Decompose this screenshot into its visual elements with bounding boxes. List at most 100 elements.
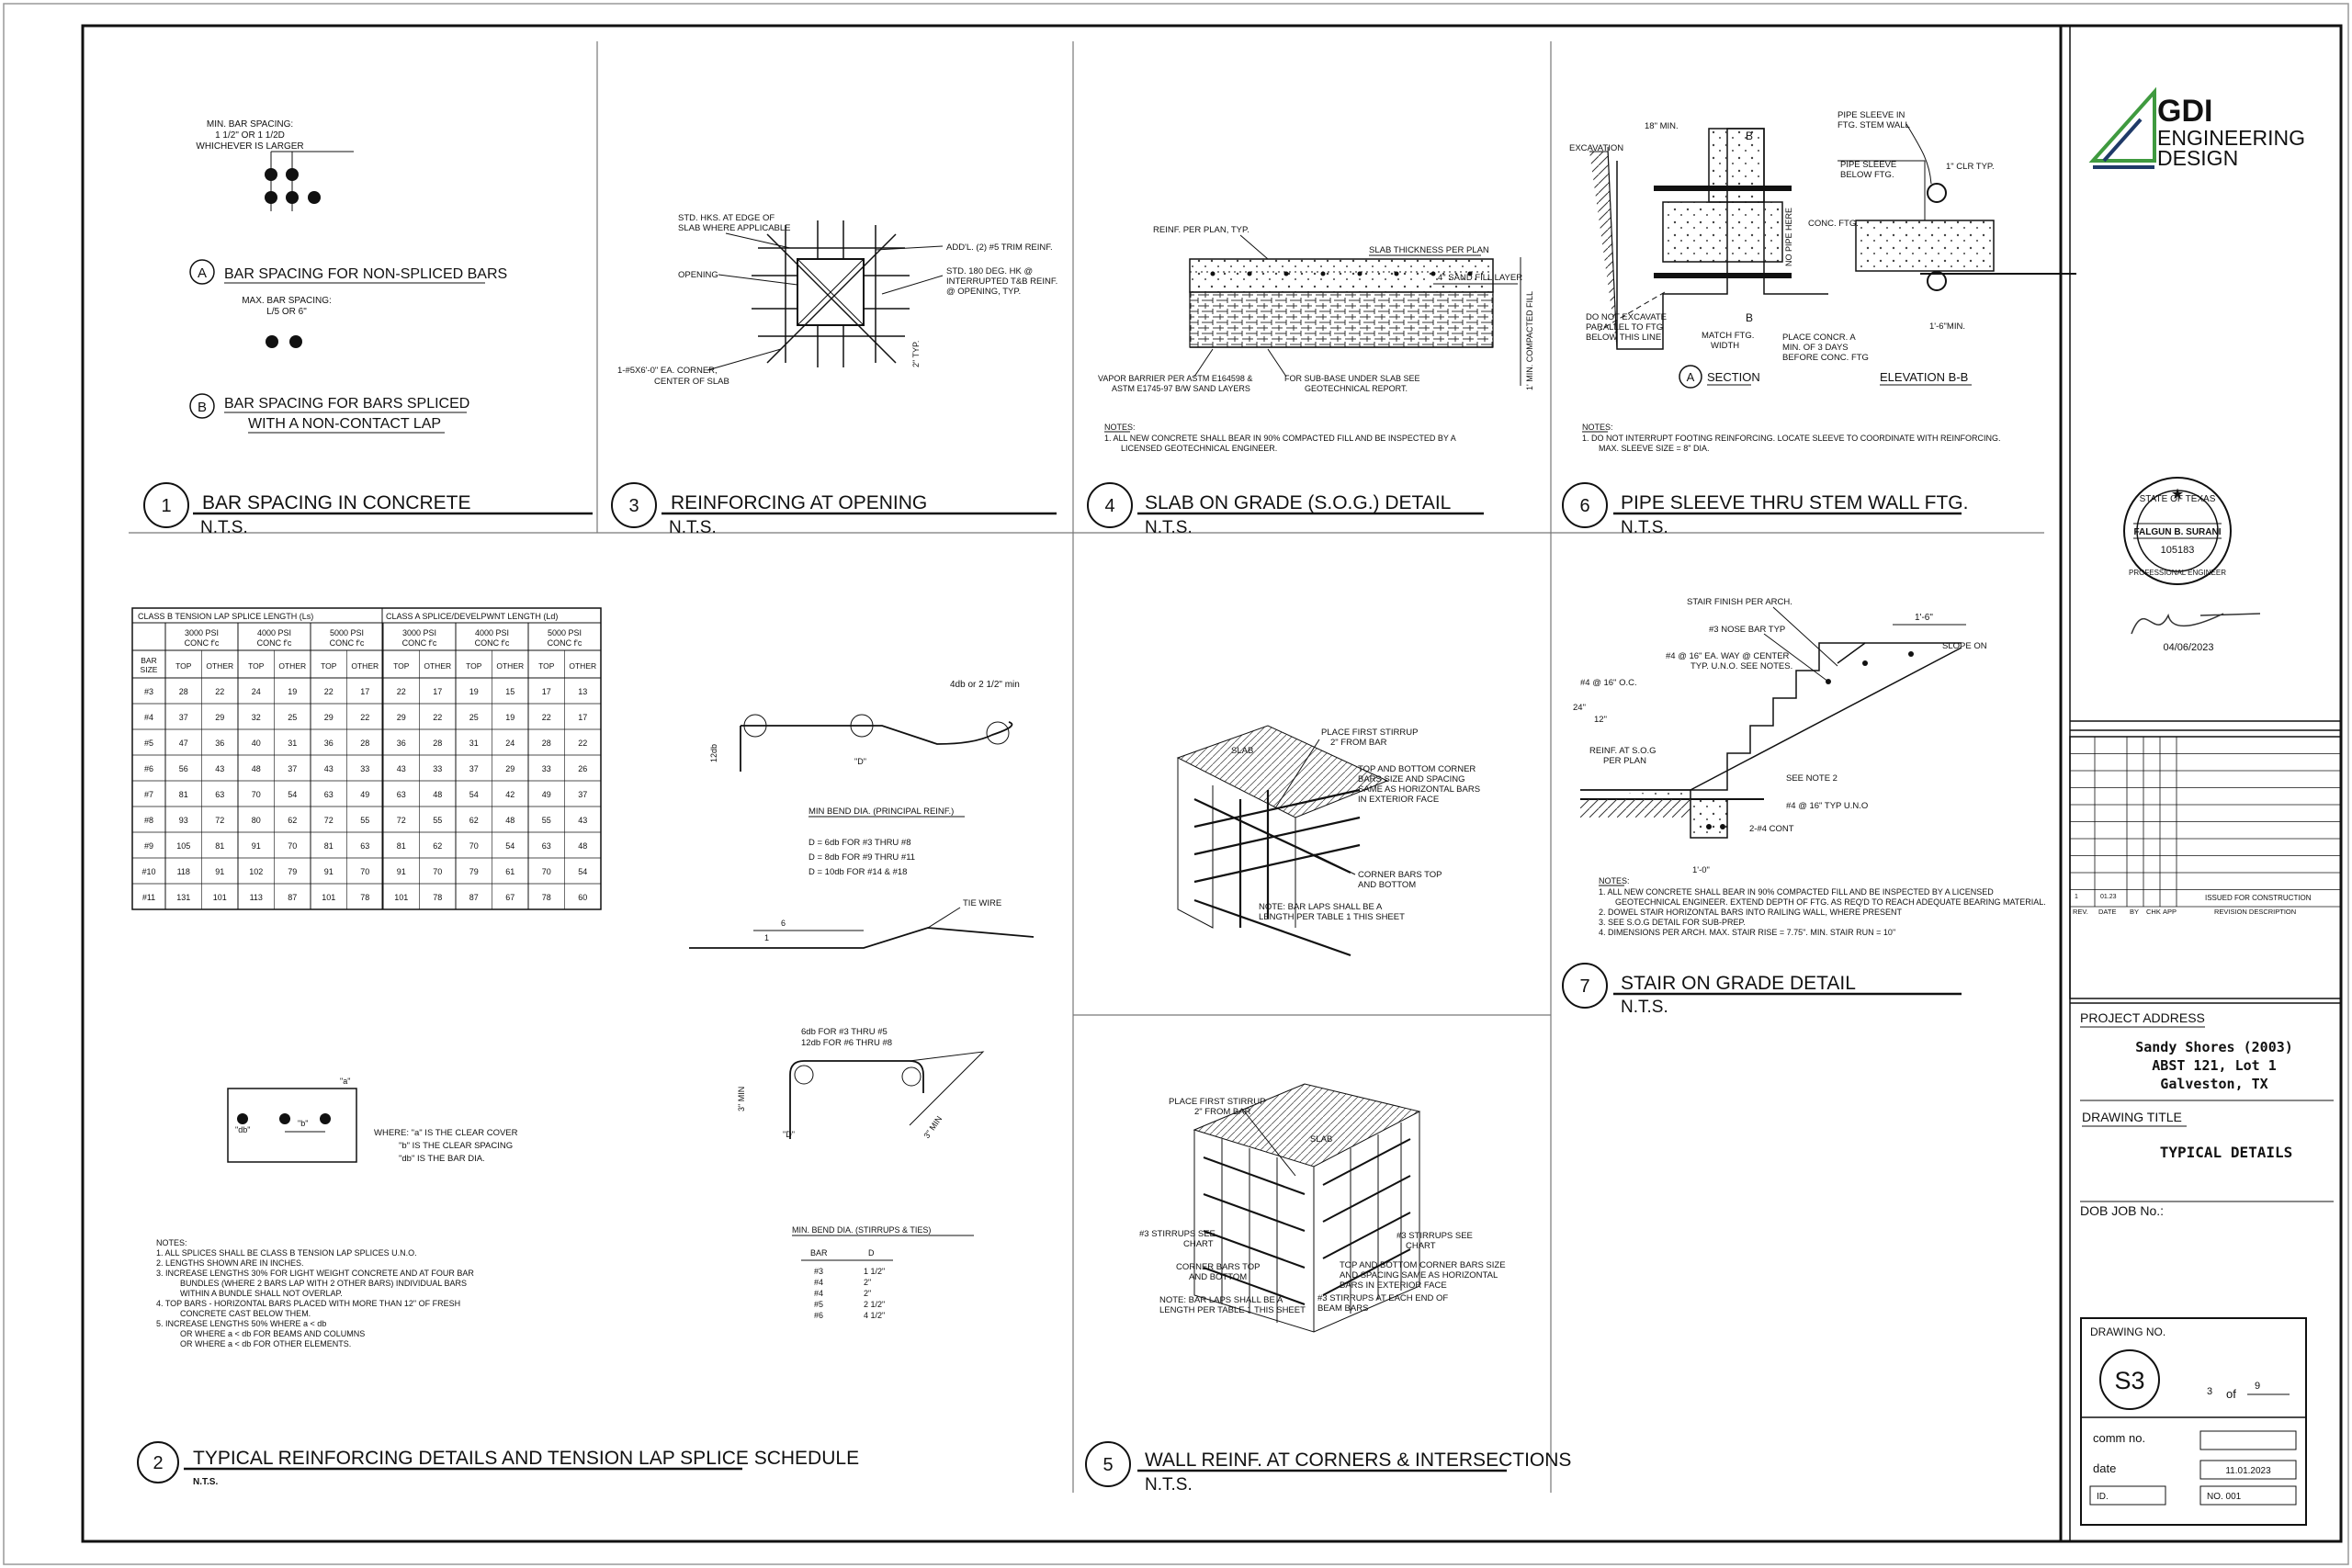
table-cell: 70 xyxy=(360,867,369,876)
table-cell: 78 xyxy=(360,893,369,902)
table-cell: 63 xyxy=(215,790,224,799)
svg-text:9: 9 xyxy=(2255,1381,2260,1392)
svg-text:FTG. STEM WALL: FTG. STEM WALL xyxy=(1838,120,1910,130)
table-cell: 26 xyxy=(578,764,587,773)
stirrup-bar: #5 xyxy=(814,1300,823,1309)
svg-text:DESIGN: DESIGN xyxy=(2157,146,2238,170)
svg-text:2: 2 xyxy=(153,1453,163,1473)
top-other-header: OTHER xyxy=(351,661,379,671)
psi-header: 5000 PSI xyxy=(330,628,364,637)
table-cell: 48 xyxy=(578,841,587,851)
table-cell: 24 xyxy=(505,739,514,748)
svg-text:ABST 121, Lot 1: ABST 121, Lot 1 xyxy=(2152,1057,2276,1074)
table-cell: 131 xyxy=(176,893,190,902)
table-cell: 49 xyxy=(542,790,551,799)
table-cell: 55 xyxy=(433,816,442,825)
table-cell: 70 xyxy=(469,841,479,851)
psi-header: 4000 PSI xyxy=(257,628,291,637)
table-cell: #5 xyxy=(144,739,153,748)
table-cell: 118 xyxy=(177,867,190,876)
svg-text:BARS SIZE AND SPACING: BARS SIZE AND SPACING xyxy=(1358,774,1465,784)
table-cell: 43 xyxy=(578,816,587,825)
detail-7-stair-on-grade: STAIR FINISH PER ARCH. #3 NOSE BAR TYP #… xyxy=(1573,597,2046,937)
stirrup-bar: #3 xyxy=(814,1267,823,1276)
table-cell: 102 xyxy=(249,867,263,876)
svg-text:5: 5 xyxy=(1102,1455,1113,1475)
svg-text:BAR: BAR xyxy=(141,656,156,665)
table-cell: 22 xyxy=(397,687,406,696)
svg-text:#3 STIRRUPS AT EACH END OF: #3 STIRRUPS AT EACH END OF xyxy=(1317,1293,1448,1303)
stirrup-dia: 2" xyxy=(864,1289,871,1298)
svg-text:CHK: CHK xyxy=(2146,908,2161,916)
table-cell: 80 xyxy=(252,816,261,825)
table-cell: 31 xyxy=(469,739,479,748)
psi-header: 3000 PSI xyxy=(185,628,219,637)
svg-text:WITH A NON-CONTACT LAP: WITH A NON-CONTACT LAP xyxy=(248,416,441,432)
svg-text:TOP AND BOTTOM CORNER: TOP AND BOTTOM CORNER xyxy=(1358,764,1476,774)
svg-text:N.T.S.: N.T.S. xyxy=(1621,998,1668,1017)
svg-text:BAR SPACING FOR BARS SPLICED: BAR SPACING FOR BARS SPLICED xyxy=(224,396,469,412)
svg-text:"D": "D" xyxy=(783,1130,795,1139)
svg-text:"a": "a" xyxy=(340,1077,350,1086)
conc-header: CONC f'c xyxy=(330,638,365,648)
table-cell: #6 xyxy=(144,764,153,773)
conc-header: CONC f'c xyxy=(257,638,292,648)
company-logo: GDI ENGINEERING DESIGN xyxy=(2088,86,2305,170)
table-cell: #4 xyxy=(144,713,153,722)
svg-text:ISSUED FOR CONSTRUCTION: ISSUED FOR CONSTRUCTION xyxy=(2205,894,2312,902)
table-cell: 81 xyxy=(324,841,334,851)
svg-text:N.T.S.: N.T.S. xyxy=(193,1477,218,1487)
svg-text:#3 STIRRUPS SEE: #3 STIRRUPS SEE xyxy=(1139,1229,1216,1239)
svg-text:PIPE SLEEVE THRU STEM WALL FTG: PIPE SLEEVE THRU STEM WALL FTG. xyxy=(1621,492,1968,513)
psi-header: 3000 PSI xyxy=(402,628,436,637)
svg-text:WALL REINF. AT CORNERS & INTER: WALL REINF. AT CORNERS & INTERSECTIONS xyxy=(1145,1450,1571,1471)
table-cell: 70 xyxy=(288,841,297,851)
svg-text:PARALLEL TO FTG: PARALLEL TO FTG xyxy=(1586,322,1663,333)
table-cell: 81 xyxy=(215,841,224,851)
svg-text:WIDTH: WIDTH xyxy=(1711,341,1739,351)
table-cell: 87 xyxy=(288,893,297,902)
table-cell: 17 xyxy=(542,687,551,696)
table-cell: 43 xyxy=(215,764,224,773)
table-cell: 48 xyxy=(433,790,442,799)
table-cell: 15 xyxy=(505,687,514,696)
svg-text:Galveston, TX: Galveston, TX xyxy=(2160,1076,2267,1092)
svg-text:105183: 105183 xyxy=(2161,545,2195,556)
svg-text:"b" IS THE CLEAR SPACING: "b" IS THE CLEAR SPACING xyxy=(399,1141,513,1151)
top-other-header: OTHER xyxy=(569,661,596,671)
detail-title-6: 6 PIPE SLEEVE THRU STEM WALL FTG. N.T.S. xyxy=(1562,482,1968,537)
table-cell: 91 xyxy=(397,867,406,876)
svg-text:SLAB ON GRADE (S.O.G.) DETAIL: SLAB ON GRADE (S.O.G.) DETAIL xyxy=(1145,492,1451,513)
svg-text:"db" IS THE BAR DIA.: "db" IS THE BAR DIA. xyxy=(399,1154,485,1164)
svg-text:"db": "db" xyxy=(235,1125,250,1134)
table-cell: 61 xyxy=(505,867,514,876)
isometric-corner-detail: SLAB PLACE FIRST STIRRUP 2" FROM BAR TOP… xyxy=(1176,725,1480,957)
svg-text:PIPE SLEEVE: PIPE SLEEVE xyxy=(1840,160,1896,170)
svg-text:D = 6db FOR #3 THRU #8: D = 6db FOR #3 THRU #8 xyxy=(808,838,911,848)
svg-text:FALGUN B. SURANI: FALGUN B. SURANI xyxy=(2134,527,2222,537)
table-cell: 48 xyxy=(252,764,261,773)
svg-text:AND BOTTOM: AND BOTTOM xyxy=(1189,1272,1247,1282)
stirrup-dia: 1 1/2" xyxy=(864,1267,885,1276)
svg-text:LENGTH PER TABLE 1 THIS SHEET: LENGTH PER TABLE 1 THIS SHEET xyxy=(1259,912,1405,922)
table-cell: 37 xyxy=(179,713,188,722)
svg-text:MIN. BAR SPACING:: MIN. BAR SPACING: xyxy=(207,119,293,130)
svg-text:BELOW THIS LINE: BELOW THIS LINE xyxy=(1586,333,1661,343)
svg-text:STD. HKS. AT EDGE OF: STD. HKS. AT EDGE OF xyxy=(678,213,775,223)
top-other-header: TOP xyxy=(393,661,410,671)
svg-text:A: A xyxy=(198,265,207,281)
table-cell: 24 xyxy=(252,687,261,696)
svg-text:WHERE: "a" IS THE CLEAR COVER: WHERE: "a" IS THE CLEAR COVER xyxy=(374,1128,518,1138)
svg-text:STAIR FINISH PER ARCH.: STAIR FINISH PER ARCH. xyxy=(1687,597,1792,607)
table-cell: 29 xyxy=(397,713,406,722)
svg-text:N.T.S.: N.T.S. xyxy=(1145,1475,1193,1495)
svg-text:1: 1 xyxy=(161,496,171,516)
table-cell: 28 xyxy=(542,739,551,748)
table-cell: 22 xyxy=(542,713,551,722)
table-cell: 72 xyxy=(215,816,224,825)
svg-text:1'-6": 1'-6" xyxy=(1915,613,1933,623)
svg-text:#4 @ 16" O.C.: #4 @ 16" O.C. xyxy=(1580,678,1637,688)
svg-text:MAX. SLEEVE SIZE = 8" DIA.: MAX. SLEEVE SIZE = 8" DIA. xyxy=(1599,444,1710,453)
top-other-header: TOP xyxy=(538,661,555,671)
svg-text:ASTM E1745-97 B/W SAND LAYERS: ASTM E1745-97 B/W SAND LAYERS xyxy=(1112,384,1250,393)
